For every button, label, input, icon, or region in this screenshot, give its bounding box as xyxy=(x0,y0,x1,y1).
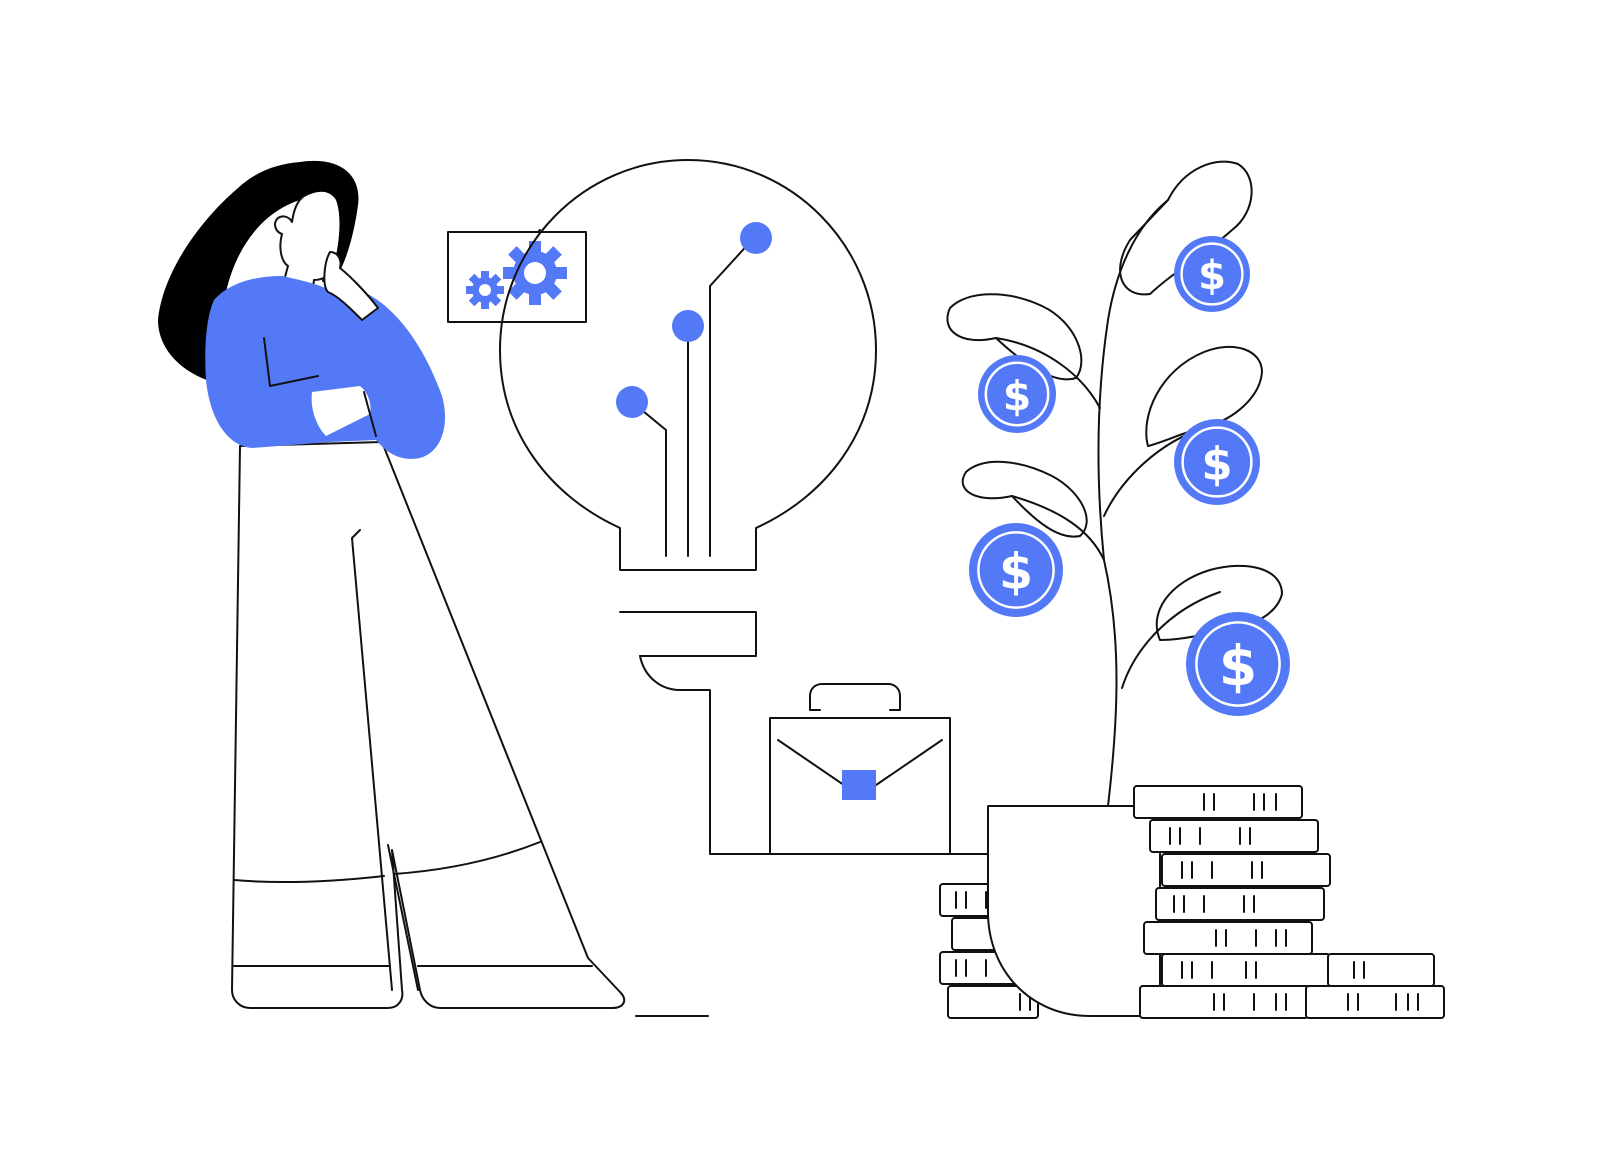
gear-icon xyxy=(466,271,504,309)
dollar-coin-icon: $ xyxy=(969,523,1063,617)
plant-pot xyxy=(987,805,1161,1017)
woman-pants xyxy=(231,441,626,1009)
dollar-sign: $ xyxy=(1003,372,1032,420)
gears-board xyxy=(447,231,587,323)
briefcase-icon xyxy=(769,683,951,855)
plant-leaf xyxy=(961,460,1088,538)
plant-branch xyxy=(1011,495,1105,561)
lightbulb-socket xyxy=(619,611,757,657)
filament-right xyxy=(709,239,753,557)
woman-arm-crease xyxy=(263,337,319,387)
filament-node xyxy=(672,310,704,342)
woman-sweater xyxy=(205,276,446,459)
woman-hair-front xyxy=(310,168,355,272)
lightbulb-cord xyxy=(639,655,991,855)
coin-stack-right xyxy=(1133,785,1445,1019)
dollar-sign: $ xyxy=(999,544,1033,601)
lightbulb-glass xyxy=(499,159,877,571)
dollar-sign: $ xyxy=(1219,634,1257,698)
dollar-coins: $ $ $ $ $ xyxy=(969,236,1290,716)
plant-leaf xyxy=(1119,160,1253,296)
briefcase-handle xyxy=(809,683,901,711)
lightbulb-edge xyxy=(537,229,541,233)
woman-elbow-line xyxy=(363,391,377,437)
woman-pant-hem-right xyxy=(393,841,541,875)
woman-forearm xyxy=(311,386,371,436)
woman-hand xyxy=(323,251,379,321)
woman-leg-split xyxy=(351,529,393,991)
plant-leaf xyxy=(946,293,1083,381)
filament-node xyxy=(740,222,772,254)
dollar-coin-icon: $ xyxy=(1174,236,1250,312)
woman-leg-inner xyxy=(387,844,419,991)
dollar-sign: $ xyxy=(1198,253,1226,299)
plant-stem xyxy=(1097,199,1169,807)
lightbulb-icon xyxy=(499,159,991,855)
gear-icon xyxy=(503,241,567,305)
thinking-woman xyxy=(158,160,709,1017)
money-plant xyxy=(946,160,1283,807)
filament-left xyxy=(631,401,667,557)
dollar-coin-icon: $ xyxy=(1186,612,1290,716)
woman-pant-hem-left xyxy=(233,875,385,884)
briefcase-clasp xyxy=(842,770,876,800)
plant-branch xyxy=(1121,591,1221,689)
dollar-coin-icon: $ xyxy=(1174,419,1260,505)
dollar-coin-icon: $ xyxy=(978,355,1056,433)
filament-node xyxy=(616,386,648,418)
plant-branch xyxy=(995,337,1101,409)
dollar-sign: $ xyxy=(1201,438,1232,491)
